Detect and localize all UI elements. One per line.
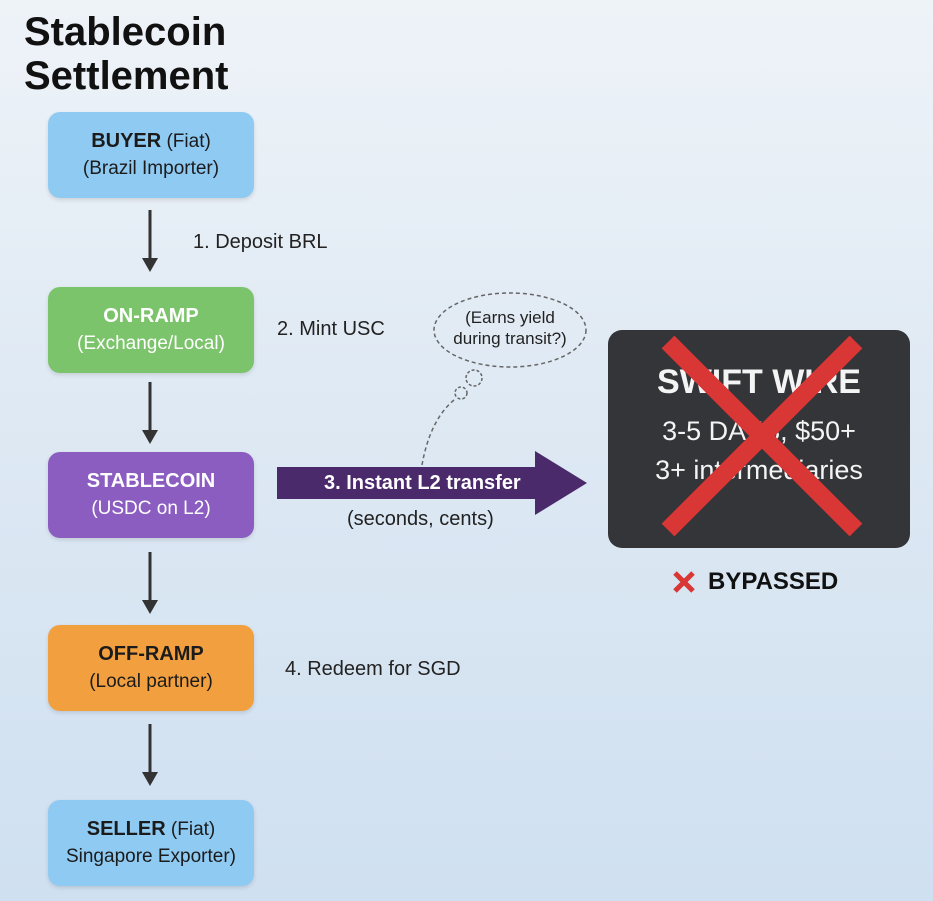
swift-line-2: 3+ intermediaries: [655, 455, 863, 485]
cross-icon: [661, 335, 863, 537]
thought-text: (Earns yield during transit?): [440, 307, 580, 349]
title-line-1: Stablecoin: [24, 10, 227, 54]
node-name: STABLECOIN: [86, 470, 216, 492]
onramp-node: ON-RAMP (Exchange/Local): [48, 287, 254, 373]
step-4-label: 4. Redeem for SGD: [285, 658, 461, 680]
node-sub: (Brazil Importer): [82, 158, 220, 179]
offramp-node: OFF-RAMP (Local partner): [48, 625, 254, 711]
seller-node: SELLER (Fiat) Singapore Exporter): [48, 800, 254, 886]
node-sub: (USDC on L2): [91, 498, 211, 519]
thought-bubble: [421, 292, 587, 466]
node-name: ON-RAMP: [103, 305, 199, 327]
thought-line-1: (Earns yield: [465, 308, 555, 327]
bypassed-label: BYPASSED: [708, 568, 839, 595]
swift-wire-box: SWIFT WIRE 3-5 DAYS, $50+ 3+ intermediar…: [608, 330, 910, 548]
down-arrow-2: [142, 382, 158, 444]
transfer-sublabel: (seconds, cents): [347, 508, 494, 530]
thought-line-2: during transit?): [453, 329, 567, 348]
node-name: OFF-RAMP: [98, 643, 204, 665]
node-name: BUYER: [91, 130, 162, 152]
step-2-label: 2. Mint USC: [277, 318, 385, 340]
node-name: SELLER: [86, 818, 166, 840]
down-arrow-1: [142, 210, 158, 272]
buyer-node: BUYER (Fiat) (Brazil Importer): [48, 112, 254, 198]
node-sub: (Exchange/Local): [77, 333, 225, 354]
x-mark-icon: [673, 571, 695, 593]
node-tag: (Fiat): [170, 819, 216, 840]
node-tag: (Fiat): [166, 131, 211, 152]
node-sub: Singapore Exporter): [65, 846, 237, 867]
step-1-label: 1. Deposit BRL: [193, 231, 328, 253]
node-sub: (Local partner): [89, 671, 213, 692]
transfer-arrow: [277, 451, 587, 515]
stablecoin-node: STABLECOIN (USDC on L2): [48, 452, 254, 538]
transfer-label: 3. Instant L2 transfer: [324, 472, 521, 494]
bypassed-status: BYPASSED: [672, 568, 838, 596]
down-arrow-3: [142, 552, 158, 614]
title-line-2: Settlement: [24, 54, 229, 98]
down-arrow-4: [142, 724, 158, 786]
